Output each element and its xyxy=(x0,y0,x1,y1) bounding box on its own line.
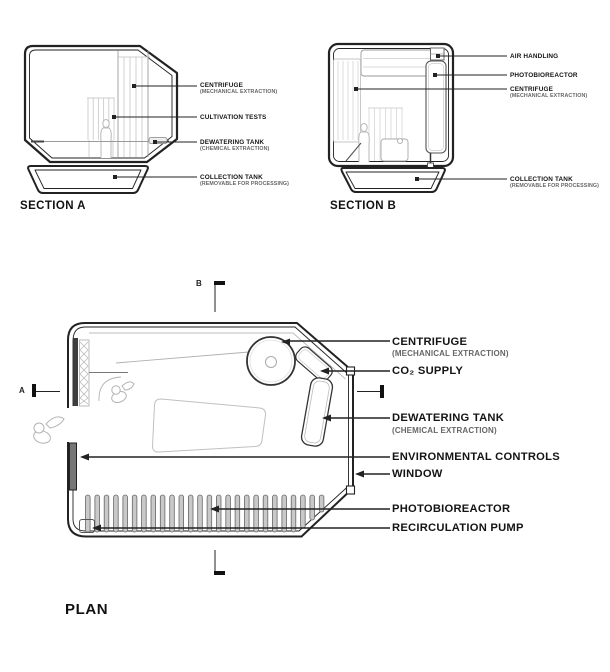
label-title: CO₂ SUPPLY xyxy=(392,365,464,377)
environmental-controls-panel xyxy=(69,442,77,491)
label-co2-supply: CO₂ SUPPLY xyxy=(392,365,463,378)
plan-table xyxy=(151,398,267,453)
section-b-centrifuge-block xyxy=(333,58,361,143)
label-title: COLLECTION TANK xyxy=(510,175,573,183)
label-title: CULTIVATION TESTS xyxy=(200,113,267,121)
label-title: CENTRIFUGE xyxy=(392,335,468,348)
human-figure-plan-inside xyxy=(98,376,135,404)
section-a-pod-liner xyxy=(29,49,173,159)
co2-supply-shape xyxy=(295,346,333,382)
label-title: PHOTOBIOREACTOR xyxy=(510,71,578,79)
label-subtitle: (REMOVABLE FOR PROCESSING) xyxy=(200,181,290,188)
section-cut-markers xyxy=(32,281,384,575)
section-b-leader-lines xyxy=(354,54,507,181)
label-centrifuge-section-b: CENTRIFUGE (MECHANICAL EXTRACTION) xyxy=(510,86,587,100)
section-marker-b-letter: B xyxy=(196,279,202,288)
label-title: DEWATERING TANK xyxy=(392,412,505,424)
plan-drawing xyxy=(32,281,390,575)
label-centrifuge-section-a: CENTRIFUGE (MECHANICAL EXTRACTION) xyxy=(200,82,277,96)
collection-tank-section-b xyxy=(340,167,446,193)
label-air-handling: AIR HANDLING xyxy=(510,53,558,60)
label-title: CENTRIFUGE xyxy=(510,85,554,93)
label-environmental-controls: ENVIRONMENTAL CONTROLS xyxy=(392,451,560,464)
section-a-pod-shell xyxy=(23,44,179,164)
label-subtitle: (CHEMICAL EXTRACTION) xyxy=(392,425,497,435)
dewatering-tank-section-a xyxy=(148,137,168,144)
photobioreactor-tubes xyxy=(85,494,325,533)
label-dewatering-tank-section-a: DEWATERING TANK (CHEMICAL EXTRACTION) xyxy=(200,139,269,153)
section-a-drawing xyxy=(23,44,197,194)
section-marker-a-letter: A xyxy=(19,385,25,395)
plan-inner-wall xyxy=(72,326,349,532)
label-dewatering-tank-plan: DEWATERING TANK (CHEMICAL EXTRACTION) xyxy=(392,412,504,435)
human-figure-plan-outside xyxy=(33,416,65,444)
plan-insulation-hatch xyxy=(79,339,90,407)
collection-tank-section-a xyxy=(27,165,149,194)
dewatering-tank-plan xyxy=(300,377,334,447)
label-subtitle: (MECHANICAL EXTRACTION) xyxy=(200,89,278,96)
human-figure-section-a xyxy=(100,119,112,158)
human-figure-section-b xyxy=(358,123,370,162)
label-title: DEWATERING TANK xyxy=(200,138,265,146)
section-b-drawing xyxy=(327,42,507,193)
recirculation-pump-shape xyxy=(79,519,95,533)
label-subtitle: (REMOVABLE FOR PROCESSING) xyxy=(510,183,600,190)
label-title: AIR HANDLING xyxy=(510,52,559,60)
label-title: CENTRIFUGE xyxy=(200,81,244,89)
label-recirculation-pump: RECIRCULATION PUMP xyxy=(392,522,524,535)
label-title: COLLECTION TANK xyxy=(200,173,263,181)
section-b-title: SECTION B xyxy=(330,200,397,212)
label-window: WINDOW xyxy=(392,468,443,481)
photobioreactor-column xyxy=(425,60,447,154)
plan-wall-panel xyxy=(73,338,78,406)
section-a-title: SECTION A xyxy=(20,200,86,212)
label-title: WINDOW xyxy=(392,468,443,480)
centrifuge-circle xyxy=(246,336,296,386)
label-subtitle: (MECHANICAL EXTRACTION) xyxy=(510,93,588,100)
section-b-cabinet xyxy=(380,138,409,162)
plan-title: PLAN xyxy=(65,601,109,618)
label-subtitle: (CHEMICAL EXTRACTION) xyxy=(200,146,270,153)
label-title: PHOTOBIOREACTOR xyxy=(392,503,511,515)
section-a-leader-lines xyxy=(112,84,197,179)
plan-leader-lines xyxy=(80,338,390,532)
label-centrifuge-plan: CENTRIFUGE (MECHANICAL EXTRACTION) xyxy=(392,336,509,359)
label-subtitle: (MECHANICAL EXTRACTION) xyxy=(392,349,509,359)
label-photobioreactor-section-b: PHOTOBIOREACTOR xyxy=(510,72,578,79)
label-collection-tank-section-b: COLLECTION TANK (REMOVABLE FOR PROCESSIN… xyxy=(510,176,599,190)
label-photobioreactor-plan: PHOTOBIOREACTOR xyxy=(392,503,510,516)
section-a-centrifuge-column xyxy=(117,51,149,157)
label-cultivation-tests: CULTIVATION TESTS xyxy=(200,114,266,121)
label-collection-tank-section-a: COLLECTION TANK (REMOVABLE FOR PROCESSIN… xyxy=(200,174,289,188)
label-title: RECIRCULATION PUMP xyxy=(392,522,524,534)
label-title: ENVIRONMENTAL CONTROLS xyxy=(392,451,560,463)
